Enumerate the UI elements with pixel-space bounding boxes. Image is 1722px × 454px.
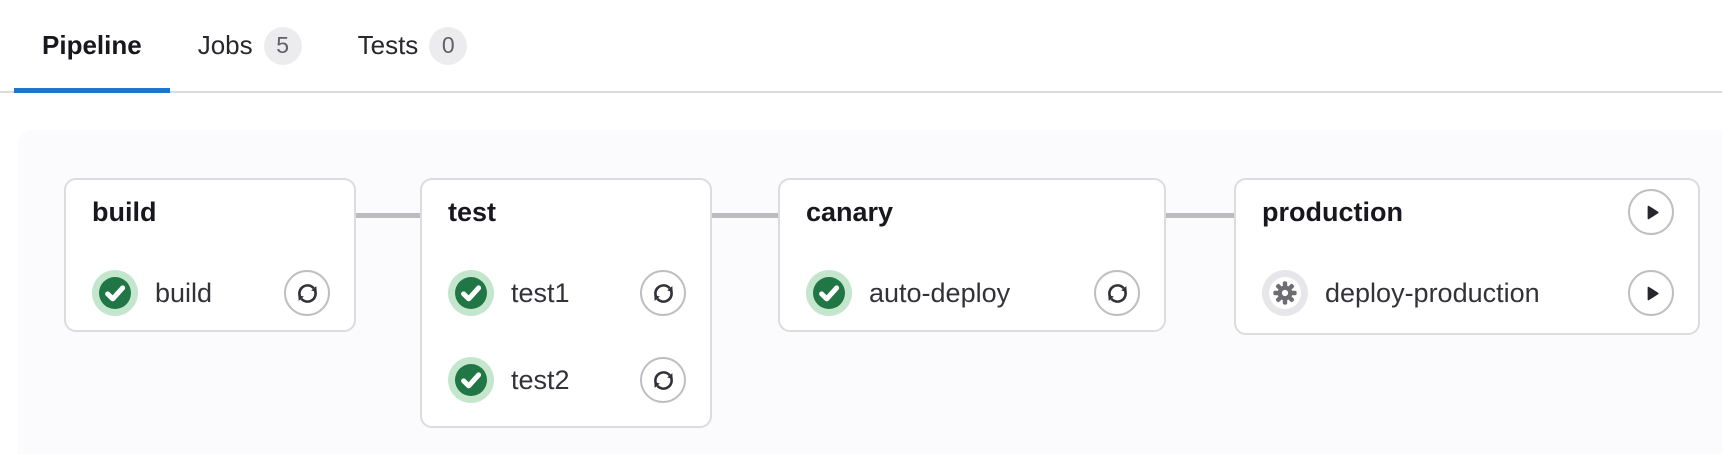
tab-count-badge: 5	[263, 26, 302, 65]
tab-bar: Pipeline Jobs 5 Tests 0	[0, 0, 1722, 93]
tab-label: Jobs	[197, 30, 253, 60]
status-success-icon[interactable]	[448, 270, 494, 316]
job-row: auto-deploy	[806, 270, 1140, 316]
stage-connector-line	[356, 213, 420, 218]
retry-job-button[interactable]	[640, 270, 686, 316]
play-icon	[1638, 280, 1665, 307]
retry-icon	[294, 280, 321, 307]
stage-header: test	[448, 190, 686, 234]
stage-header: canary	[806, 190, 1140, 234]
status-success-icon[interactable]	[92, 270, 138, 316]
job-row: build	[92, 270, 330, 316]
stage-card-build: build build	[64, 178, 356, 332]
status-success-icon[interactable]	[806, 270, 852, 316]
status-success-icon[interactable]	[448, 357, 494, 403]
retry-job-button[interactable]	[284, 270, 330, 316]
jobs-list: auto-deploy	[806, 270, 1140, 316]
job-name-link[interactable]: deploy-production	[1325, 277, 1540, 308]
tab-label: Tests	[357, 30, 419, 60]
job-name-link[interactable]: build	[155, 277, 213, 308]
tab-pipeline[interactable]: Pipeline	[14, 0, 170, 93]
stage-title: test	[448, 196, 497, 227]
stage-card-production: production deploy-production	[1234, 178, 1700, 335]
job-row: test2	[448, 357, 686, 403]
job-row: deploy-production	[1262, 270, 1674, 316]
retry-icon	[650, 367, 677, 394]
job-name-link[interactable]: test2	[511, 364, 570, 395]
play-job-button[interactable]	[1628, 270, 1674, 316]
job-name-link[interactable]: test1	[511, 277, 570, 308]
retry-job-button[interactable]	[1094, 270, 1140, 316]
stage-header: production	[1262, 189, 1674, 235]
status-manual-icon[interactable]	[1262, 270, 1308, 316]
jobs-list: deploy-production	[1262, 270, 1674, 316]
stage-card-test: test test1 test2	[420, 178, 712, 428]
retry-icon	[650, 280, 677, 307]
job-name-link[interactable]: auto-deploy	[869, 277, 1011, 308]
stage-title: production	[1262, 196, 1403, 227]
stage-connector-line	[712, 213, 778, 218]
tab-tests[interactable]: Tests 0	[330, 0, 496, 91]
play-icon	[1638, 199, 1665, 226]
stage-header: build	[92, 190, 330, 234]
stage-play-button[interactable]	[1628, 189, 1674, 235]
stage-card-canary: canary auto-deploy	[778, 178, 1166, 332]
jobs-list: build	[92, 270, 330, 316]
tab-label: Pipeline	[42, 30, 142, 60]
stage-title: canary	[806, 196, 894, 227]
job-row: test1	[448, 270, 686, 316]
retry-job-button[interactable]	[640, 357, 686, 403]
retry-icon	[1104, 280, 1131, 307]
stage-title: build	[92, 196, 157, 227]
tab-jobs[interactable]: Jobs 5	[170, 0, 330, 91]
stage-connector-line	[1166, 213, 1234, 218]
jobs-list: test1 test2	[448, 270, 686, 403]
pipeline-graph: build build test test1 test2 canary auto-deplo…	[18, 130, 1722, 454]
tab-count-badge: 0	[429, 26, 468, 65]
